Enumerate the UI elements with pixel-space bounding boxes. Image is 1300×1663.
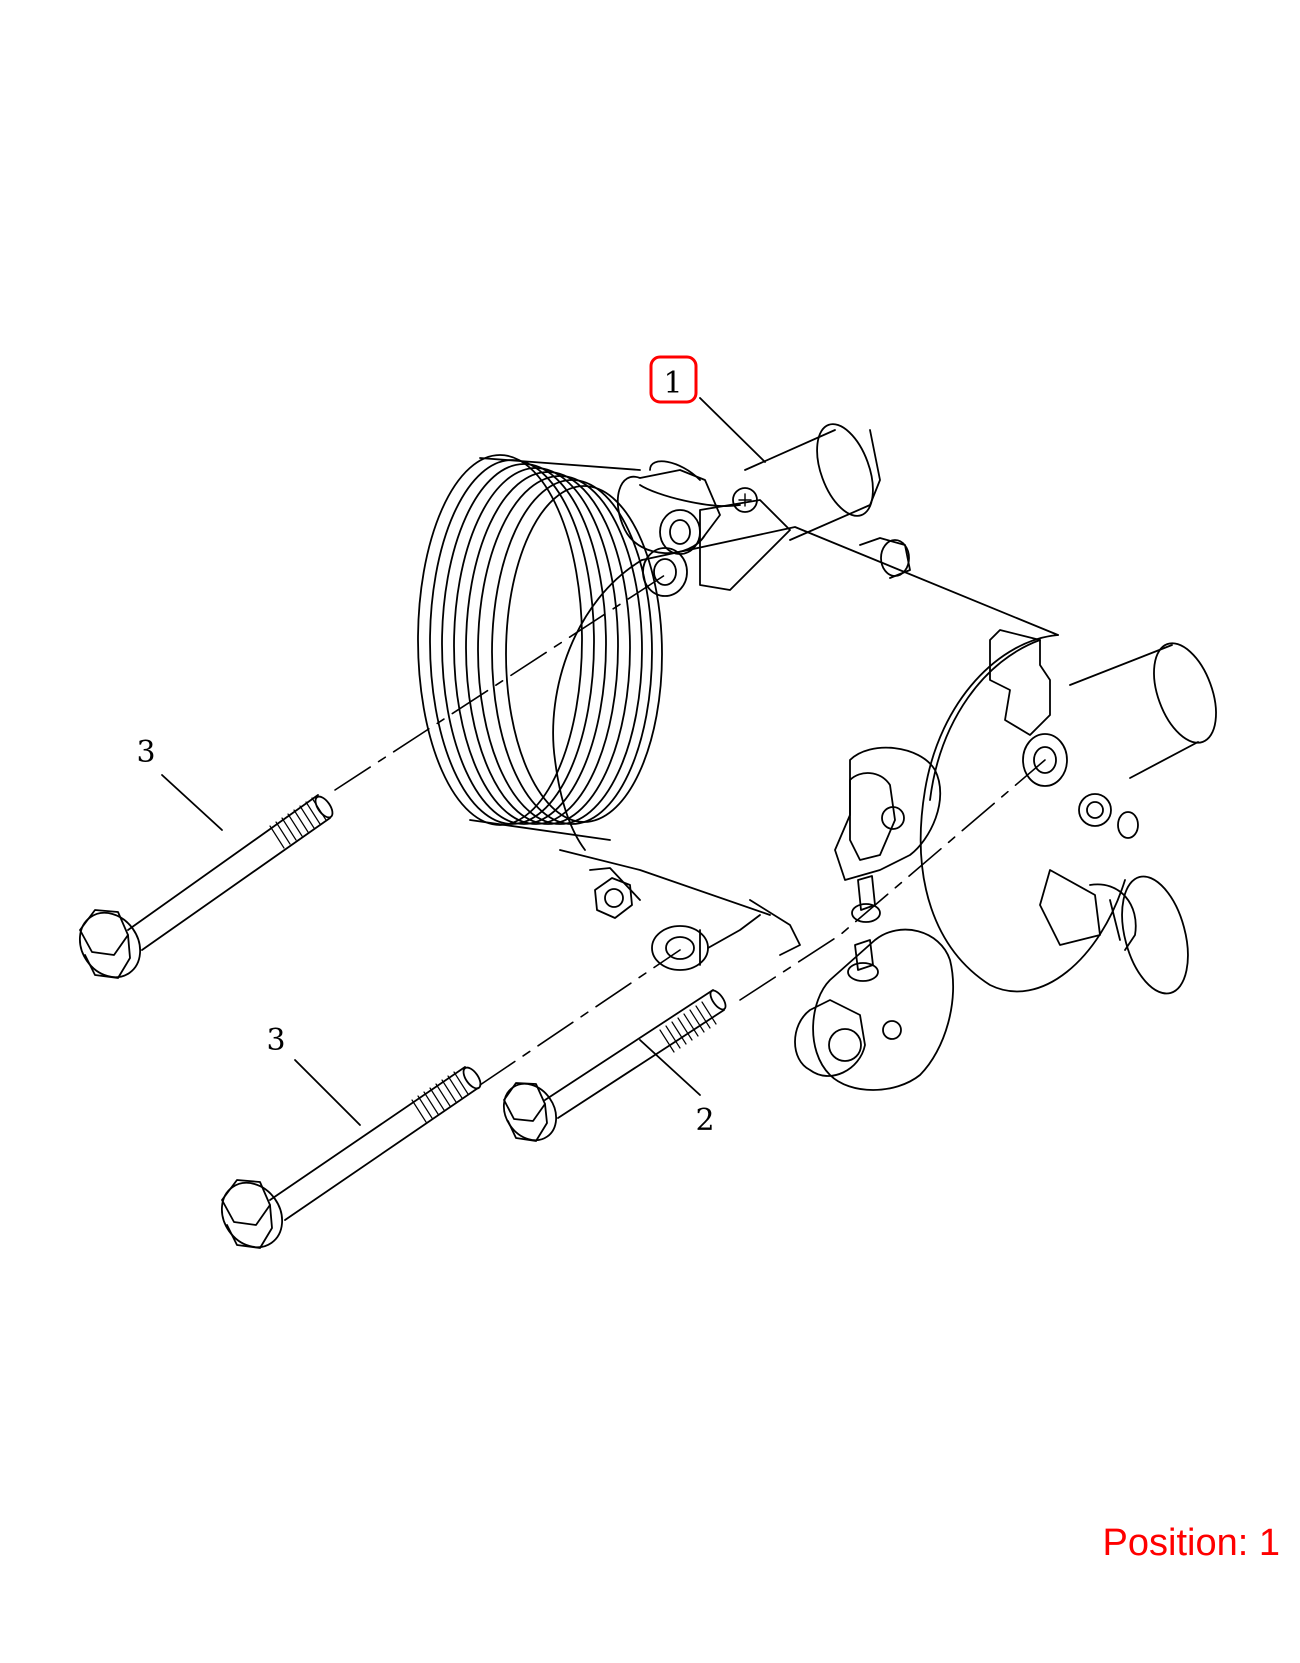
rear-mount-bracket	[989, 629, 1051, 736]
top-bracket	[699, 499, 791, 591]
rear-bolt-hole	[1022, 733, 1068, 787]
leader-lines	[161, 397, 766, 1126]
leader-part-3-upper	[161, 774, 223, 831]
assembly-centerlines	[334, 574, 1046, 1086]
clutch-pulley	[417, 454, 663, 841]
service-port	[1039, 869, 1189, 995]
rear-housing-inner	[929, 639, 1041, 801]
callout-1-highlight	[649, 355, 698, 404]
ac-compressor[interactable]	[417, 417, 1228, 1091]
rear-small-pin	[1117, 811, 1139, 839]
leader-part-1	[699, 397, 766, 463]
rear-small-bolt-head	[1086, 801, 1104, 819]
callout-part-2[interactable]: 2	[695, 1103, 714, 1138]
top-mount-boss-end	[816, 423, 874, 517]
front-lower-nut	[589, 867, 641, 919]
leader-part-2	[639, 1039, 701, 1096]
rear-small-bolt	[1078, 793, 1112, 827]
thread-lines	[659, 1001, 717, 1053]
side-mount-ear	[834, 746, 942, 923]
leader-part-3-lower	[294, 1059, 361, 1126]
rear-mount-boss-end	[1153, 642, 1217, 744]
centerline-upper-bolt	[334, 574, 666, 791]
centerline-bolt-2	[739, 759, 1046, 1001]
electrical-connector	[616, 460, 758, 597]
rear-bolt-hole-inner	[1033, 746, 1057, 774]
bolt-3-lower[interactable]	[210, 1065, 484, 1259]
front-lower-boss	[651, 899, 801, 971]
centerline-lower-bolt-3	[479, 949, 681, 1086]
compressor-housing-bottom-edge	[559, 849, 771, 916]
bolt-3-upper[interactable]	[68, 794, 336, 989]
thread-lines	[269, 797, 327, 849]
callout-part-3-upper[interactable]: 3	[136, 735, 155, 770]
compressor-housing-front	[552, 559, 643, 851]
bolt-2[interactable]	[493, 988, 728, 1150]
callout-part-3-lower[interactable]: 3	[266, 1023, 285, 1058]
top-mount-boss	[744, 429, 881, 541]
callout-part-1[interactable]: 1	[663, 366, 682, 401]
position-label: Position: 1	[1102, 1522, 1280, 1564]
compressor-housing-top-edge	[641, 526, 1059, 636]
thread-lines	[411, 1071, 469, 1123]
rear-mount-boss	[1069, 644, 1199, 779]
lower-mount-ear	[794, 928, 954, 1091]
rear-housing	[919, 634, 1126, 993]
top-post-end	[880, 539, 910, 577]
